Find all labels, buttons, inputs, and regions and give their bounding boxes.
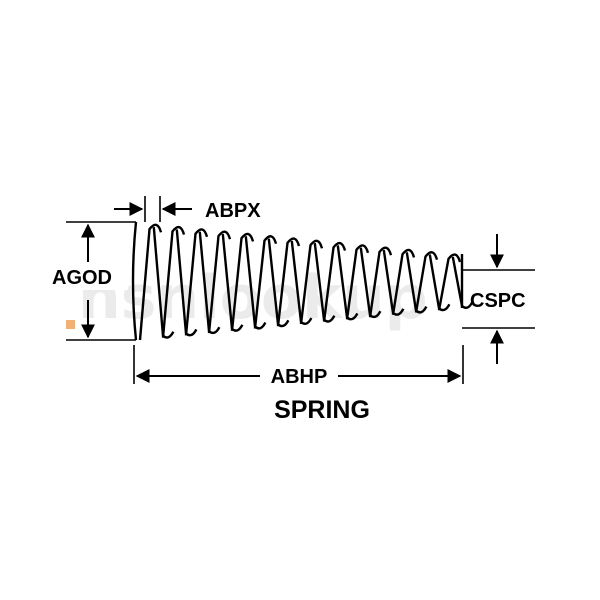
spring-coil-front bbox=[322, 241, 347, 322]
spring-coil-front bbox=[437, 253, 462, 311]
spring-coil-front bbox=[276, 237, 301, 327]
spring-coil-front bbox=[207, 230, 232, 334]
spring-coil-front bbox=[391, 248, 416, 316]
od-label-bg bbox=[50, 264, 128, 290]
spring-coil-front bbox=[161, 225, 186, 338]
pitch-dimension: ABPX bbox=[114, 196, 261, 222]
od-label: AGOD bbox=[52, 267, 112, 289]
spring-coil-front bbox=[368, 246, 393, 318]
length-label: ABHP bbox=[271, 366, 328, 388]
watermark-dot bbox=[66, 320, 75, 329]
spring-coil-front bbox=[230, 232, 255, 331]
pitch-label: ABPX bbox=[205, 200, 261, 222]
cspc-label: CSPC bbox=[470, 290, 526, 312]
small-end-dimension: CSPC bbox=[462, 234, 535, 364]
spring-coil-front bbox=[299, 239, 324, 325]
outer-diameter-dimension: AGOD bbox=[50, 221, 136, 341]
spring-coils bbox=[131, 221, 474, 341]
spring-coil-front bbox=[345, 244, 370, 320]
spring-coil-front bbox=[414, 251, 439, 313]
overall-length-dimension: ABHP bbox=[133, 345, 464, 388]
diagram-title: SPRING bbox=[274, 396, 370, 424]
spring-coil-front bbox=[253, 235, 278, 329]
spring-coil-front bbox=[184, 228, 209, 336]
spring-end-plate bbox=[131, 221, 138, 341]
spring-coil-front bbox=[138, 223, 163, 341]
